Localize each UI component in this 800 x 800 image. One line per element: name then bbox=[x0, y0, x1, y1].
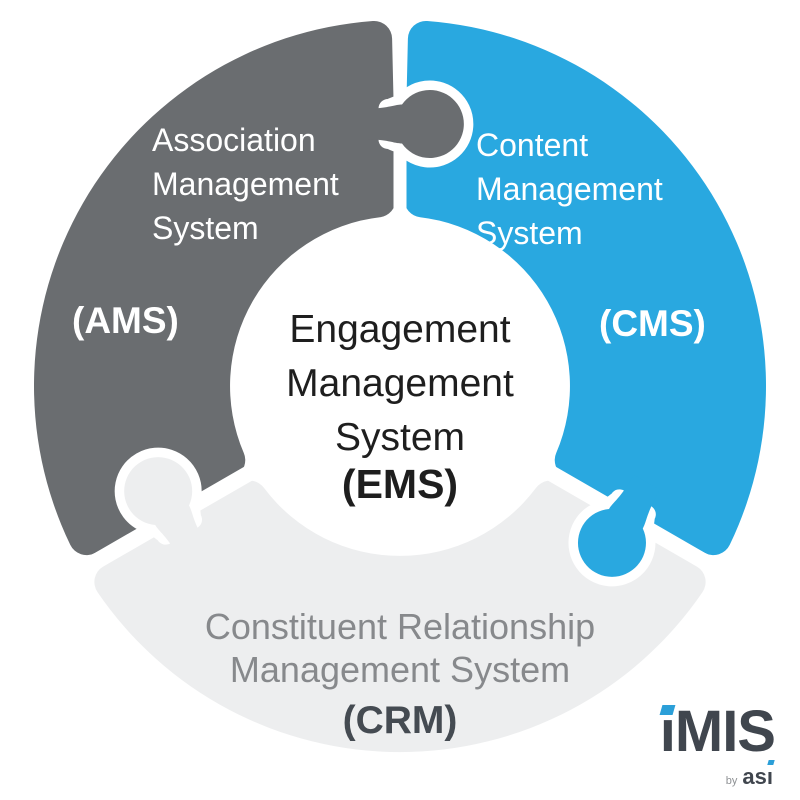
ams-abbr: (AMS) bbox=[72, 300, 179, 341]
logo-i-stem: ı bbox=[659, 699, 676, 764]
asi-letters: as bbox=[742, 764, 767, 789]
ams-label: Association Management System bbox=[152, 122, 339, 246]
cms-abbr: (CMS) bbox=[599, 303, 706, 344]
puzzle-knob-crm bbox=[124, 457, 207, 560]
logo-letters-mis: MIS bbox=[674, 699, 776, 764]
cms-label: Content Management System bbox=[476, 127, 663, 251]
crm-abbr: (CRM) bbox=[342, 699, 458, 742]
asi-i-stem: ı bbox=[766, 764, 773, 789]
ems-abbr: (EMS) bbox=[341, 461, 459, 507]
logo-letter-i: ı bbox=[659, 703, 676, 761]
asi-i-dot-icon bbox=[767, 760, 775, 765]
crm-label: Constituent Relationship Management Syst… bbox=[204, 606, 596, 690]
puzzle-knob-ams bbox=[360, 90, 464, 158]
puzzle-piece-crm bbox=[94, 480, 706, 753]
asi-letter-i: ı bbox=[766, 760, 775, 790]
puzzle-knob-cms bbox=[578, 474, 660, 577]
ems-title: Engagement Management System bbox=[286, 308, 514, 459]
byline-by: by bbox=[725, 775, 738, 787]
puzzle-piece-ams bbox=[34, 20, 396, 556]
puzzle-piece-cms bbox=[404, 20, 766, 556]
logo-i-dot-icon bbox=[659, 705, 676, 715]
